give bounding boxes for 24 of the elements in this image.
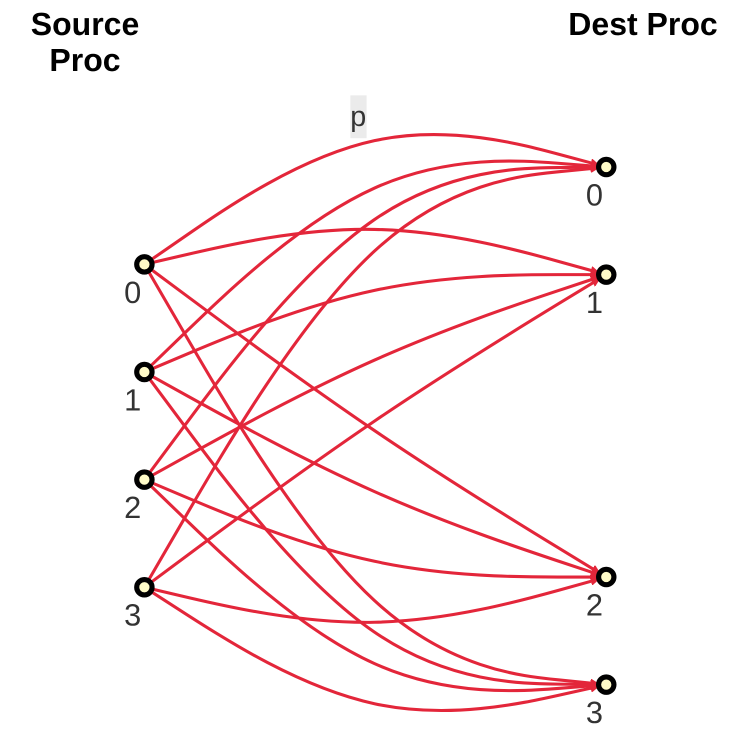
- node-number: 1: [586, 285, 604, 320]
- process-circle: [596, 156, 616, 178]
- arrow: [150, 590, 600, 712]
- node-number: 3: [586, 695, 604, 730]
- arrow: [150, 133, 600, 262]
- process-circle: [134, 254, 155, 275]
- arrow: [152, 576, 600, 624]
- node-number: 2: [586, 587, 604, 622]
- node-number: 3: [124, 598, 142, 633]
- arrow: [152, 228, 600, 275]
- process-circle: [596, 566, 616, 588]
- node-number: 0: [124, 274, 142, 310]
- arrow: [150, 374, 600, 576]
- column-heading: Dest Proc: [568, 6, 718, 44]
- arrow: [150, 275, 600, 478]
- process-circle: [596, 264, 616, 285]
- process-circle: [596, 674, 616, 695]
- node-number: 2: [124, 490, 142, 526]
- process-circle: [134, 577, 155, 598]
- node-number: 0: [586, 177, 604, 212]
- process-circle: [134, 469, 155, 490]
- column-heading: Source Proc: [30, 6, 140, 80]
- node-number: 1: [124, 382, 142, 418]
- process-circle: [134, 362, 155, 382]
